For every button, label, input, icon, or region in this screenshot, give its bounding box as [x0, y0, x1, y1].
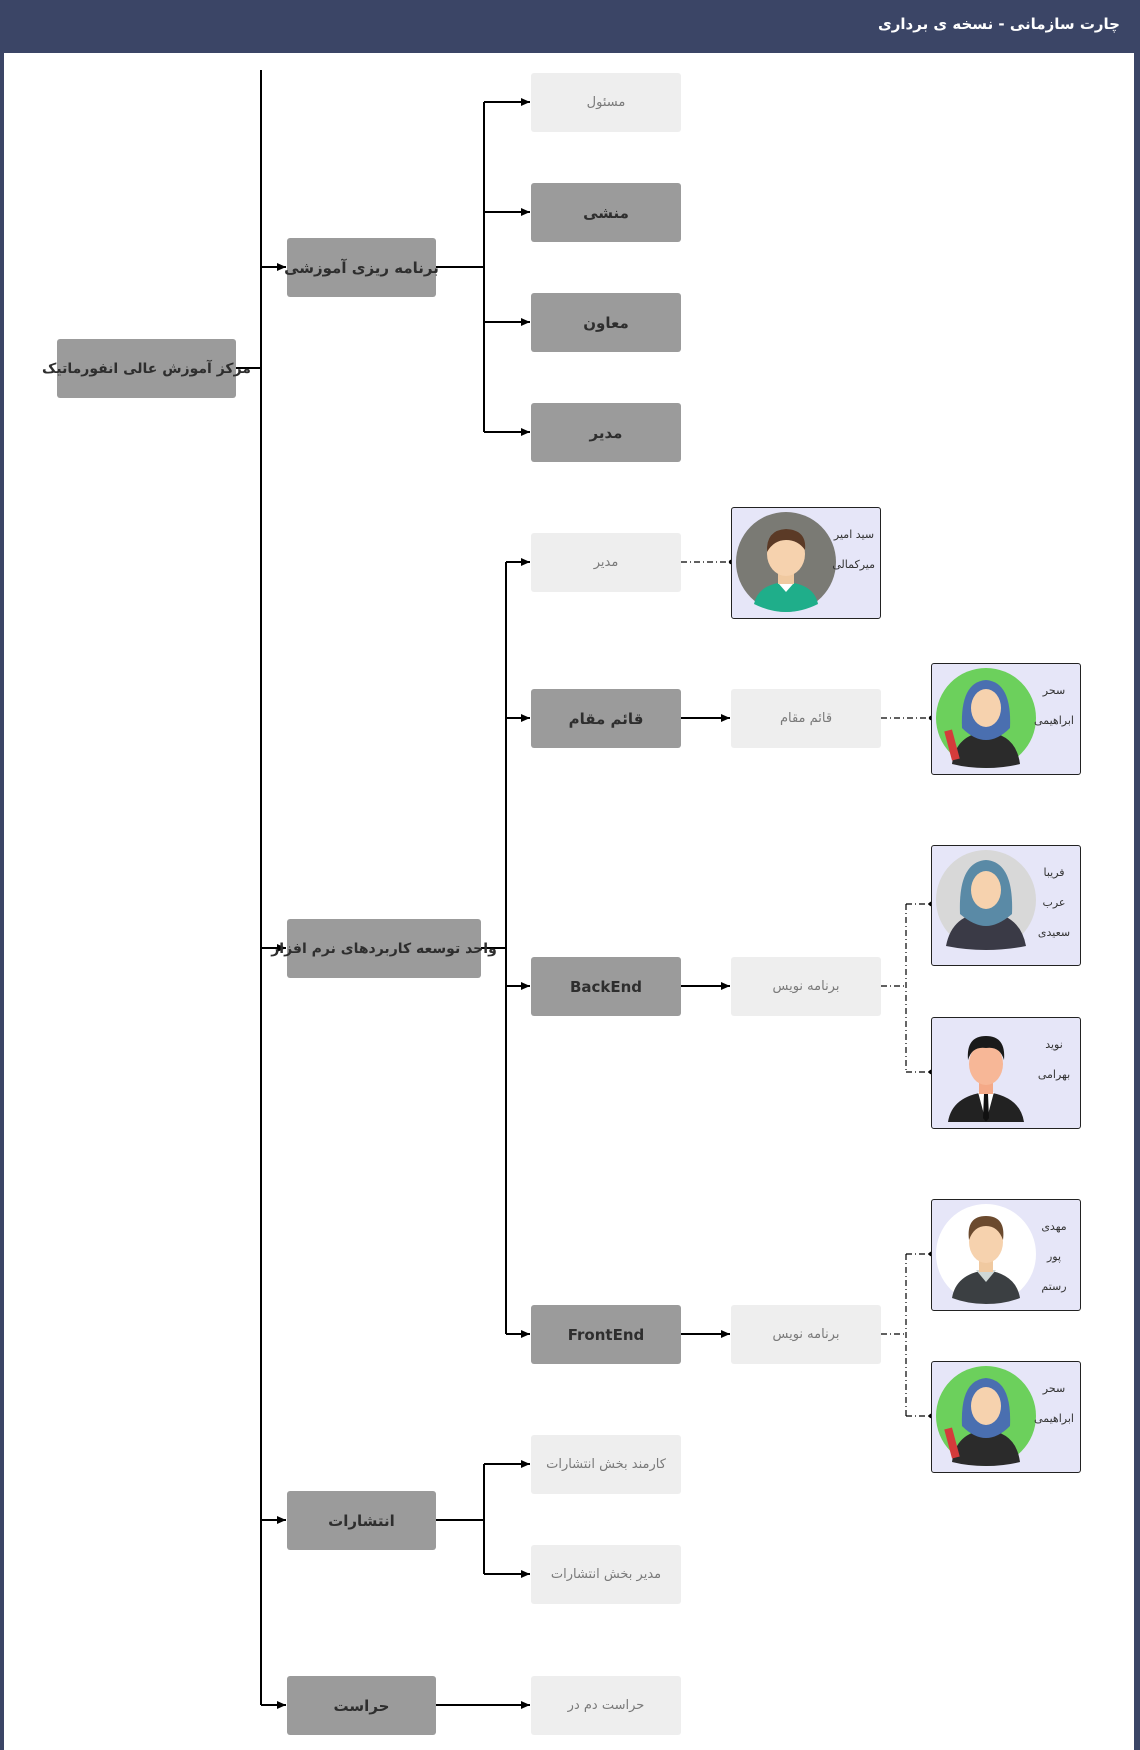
role-node[interactable]: مدیر	[531, 533, 681, 592]
person-name: سحر ابراهیمی	[1034, 1382, 1074, 1425]
woman-hijab-avatar-icon	[936, 1366, 1036, 1466]
person-card[interactable]: سحر ابراهیمی	[931, 663, 1081, 775]
woman-hijab-avatar-icon	[936, 850, 1036, 950]
role-node[interactable]: مدیر	[531, 403, 681, 462]
person-card[interactable]: فریبا عرب سعیدی	[931, 845, 1081, 966]
position-label: برنامه نویس	[772, 1327, 840, 1342]
role-node[interactable]: BackEnd	[531, 957, 681, 1016]
window-title: چارت سازمانی - نسخه ی برداری	[878, 15, 1120, 33]
position-label: قائم مقام	[779, 711, 833, 726]
person-card[interactable]: سید امیر میرکمالی	[731, 507, 881, 619]
dept-node-software[interactable]: واحد توسعه کاربردهای نرم افزار	[271, 919, 497, 978]
role-label: BackEnd	[569, 977, 643, 996]
person-name: سید امیر میرکمالی	[832, 528, 875, 571]
role-node[interactable]: معاون	[531, 293, 681, 352]
person-card[interactable]: مهدی پور رستم	[931, 1199, 1081, 1311]
man-avatar-icon	[736, 512, 836, 612]
role-node[interactable]: FrontEnd	[531, 1305, 681, 1364]
person-name: نوید بهرامی	[1037, 1038, 1071, 1081]
man-avatar-icon	[936, 1204, 1036, 1304]
role-label: حراست دم در	[567, 1698, 645, 1713]
person-name: مهدی پور رستم	[1041, 1220, 1067, 1293]
role-label: کارمند بخش انتشارات	[546, 1457, 666, 1472]
role-label: مدیر	[593, 555, 619, 570]
position-node[interactable]: برنامه نویس	[731, 1305, 881, 1364]
man-suit-avatar-icon	[936, 1022, 1036, 1122]
dept-node-security[interactable]: حراست	[287, 1676, 436, 1735]
position-label: برنامه نویس	[772, 979, 840, 994]
person-card[interactable]: سحر ابراهیمی	[931, 1361, 1081, 1473]
dept-node-planning[interactable]: برنامه ریزی آموزشی	[284, 238, 439, 297]
role-node[interactable]: کارمند بخش انتشارات	[531, 1435, 681, 1494]
role-label: FrontEnd	[567, 1325, 645, 1344]
dept-label: حراست	[333, 1696, 390, 1715]
person-card[interactable]: نوید بهرامی	[931, 1017, 1081, 1129]
dept-label: انتشارات	[328, 1511, 395, 1530]
dept-node-publications[interactable]: انتشارات	[287, 1491, 436, 1550]
person-name: فریبا عرب سعیدی	[1037, 866, 1071, 939]
root-node[interactable]: مرکز آموزش عالی انفورماتیک	[42, 339, 251, 398]
role-label: مدیر بخش انتشارات	[550, 1567, 662, 1582]
dept-label: واحد توسعه کاربردهای نرم افزار	[271, 940, 497, 957]
root-label: مرکز آموزش عالی انفورماتیک	[42, 360, 251, 377]
role-node[interactable]: قائم مقام	[531, 689, 681, 748]
role-node[interactable]: مسئول	[531, 73, 681, 132]
role-label: قائم مقام	[568, 709, 644, 728]
role-node[interactable]: مدیر بخش انتشارات	[531, 1545, 681, 1604]
role-label: مدیر	[589, 423, 623, 442]
role-label: منشی	[583, 203, 629, 222]
role-node[interactable]: منشی	[531, 183, 681, 242]
dept-label: برنامه ریزی آموزشی	[284, 258, 439, 277]
role-node[interactable]: حراست دم در	[531, 1676, 681, 1735]
woman-hijab-avatar-icon	[936, 668, 1036, 768]
person-name: سحر ابراهیمی	[1034, 684, 1074, 727]
window-header: چارت سازمانی - نسخه ی برداری	[0, 0, 1140, 52]
role-label: مسئول	[586, 95, 626, 110]
role-label: معاون	[583, 313, 629, 332]
position-node[interactable]: برنامه نویس	[731, 957, 881, 1016]
position-node[interactable]: قائم مقام	[731, 689, 881, 748]
